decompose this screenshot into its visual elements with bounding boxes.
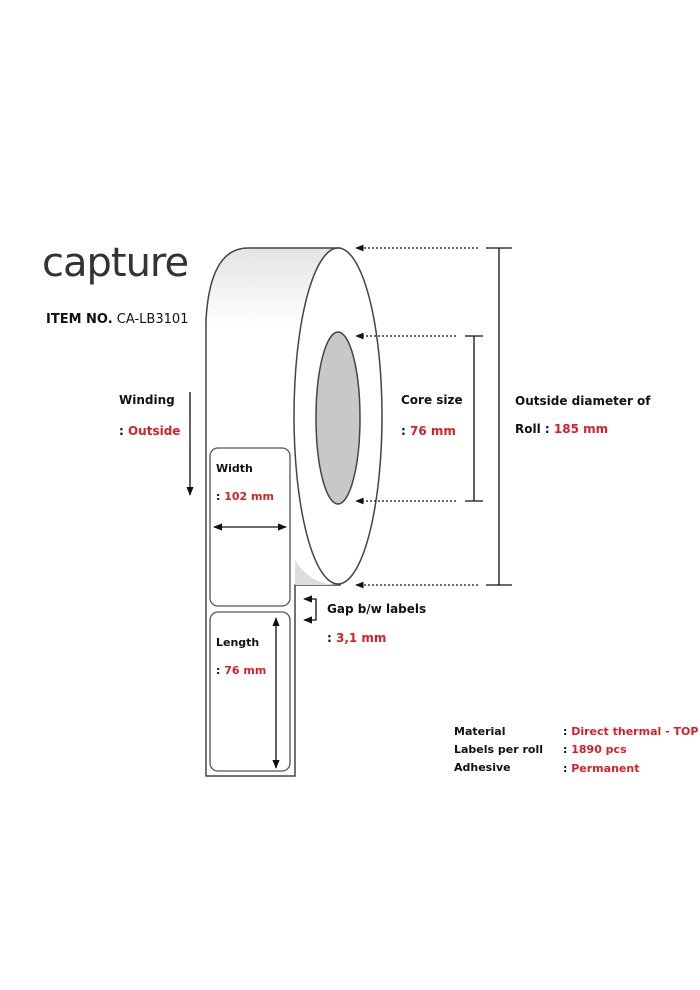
roll-shadow bbox=[295, 560, 340, 585]
gap-bracket bbox=[303, 595, 317, 624]
width-label: Width bbox=[216, 462, 253, 475]
width-value-row: : 102 mm bbox=[216, 490, 274, 503]
adhesive-value: Permanent bbox=[571, 762, 640, 775]
length-value-row: : 76 mm bbox=[216, 664, 267, 677]
length-value: 76 mm bbox=[224, 664, 267, 677]
gap-value: 3,1 mm bbox=[335, 631, 387, 645]
label-2 bbox=[209, 611, 291, 772]
labels-per-roll-value: 1890 pcs bbox=[571, 743, 627, 756]
spec-label-labels-per-roll: Labels per roll bbox=[454, 743, 544, 756]
roll-core bbox=[315, 331, 361, 505]
spec-value-labels-per-roll: : 1890 pcs bbox=[563, 743, 627, 756]
spec-label-material: Material bbox=[454, 725, 506, 738]
gap-label: Gap b/w labels bbox=[327, 602, 427, 616]
item-number-value: CA-LB3101 bbox=[116, 312, 189, 327]
winding-label: Winding bbox=[119, 393, 175, 407]
width-value: 102 mm bbox=[224, 490, 274, 503]
gap-value-row: : 3,1 mm bbox=[327, 631, 387, 645]
length-label: Length bbox=[216, 636, 260, 649]
core-label: Core size bbox=[401, 393, 463, 407]
spec-value-material: : Direct thermal - TOP bbox=[563, 725, 699, 738]
core-value-row: : 76 mm bbox=[401, 424, 456, 438]
item-number-label: ITEM NO. bbox=[46, 312, 113, 327]
capture-logo: capture bbox=[42, 240, 189, 286]
item-number: ITEM NO. CA-LB3101 bbox=[46, 312, 188, 327]
core-value: 76 mm bbox=[409, 424, 456, 438]
outside-label: Outside diameter of bbox=[515, 394, 651, 408]
winding-value-row: : Outside bbox=[119, 424, 181, 438]
spec-value-adhesive: : Permanent bbox=[563, 762, 640, 775]
outside-label2: Roll : bbox=[515, 422, 550, 436]
spec-label-adhesive: Adhesive bbox=[454, 761, 511, 774]
material-value: Direct thermal - TOP bbox=[571, 725, 699, 738]
outside-value: 185 mm bbox=[553, 422, 609, 436]
winding-value: Outside bbox=[127, 424, 181, 438]
outside-value-row: Roll : 185 mm bbox=[515, 422, 608, 436]
